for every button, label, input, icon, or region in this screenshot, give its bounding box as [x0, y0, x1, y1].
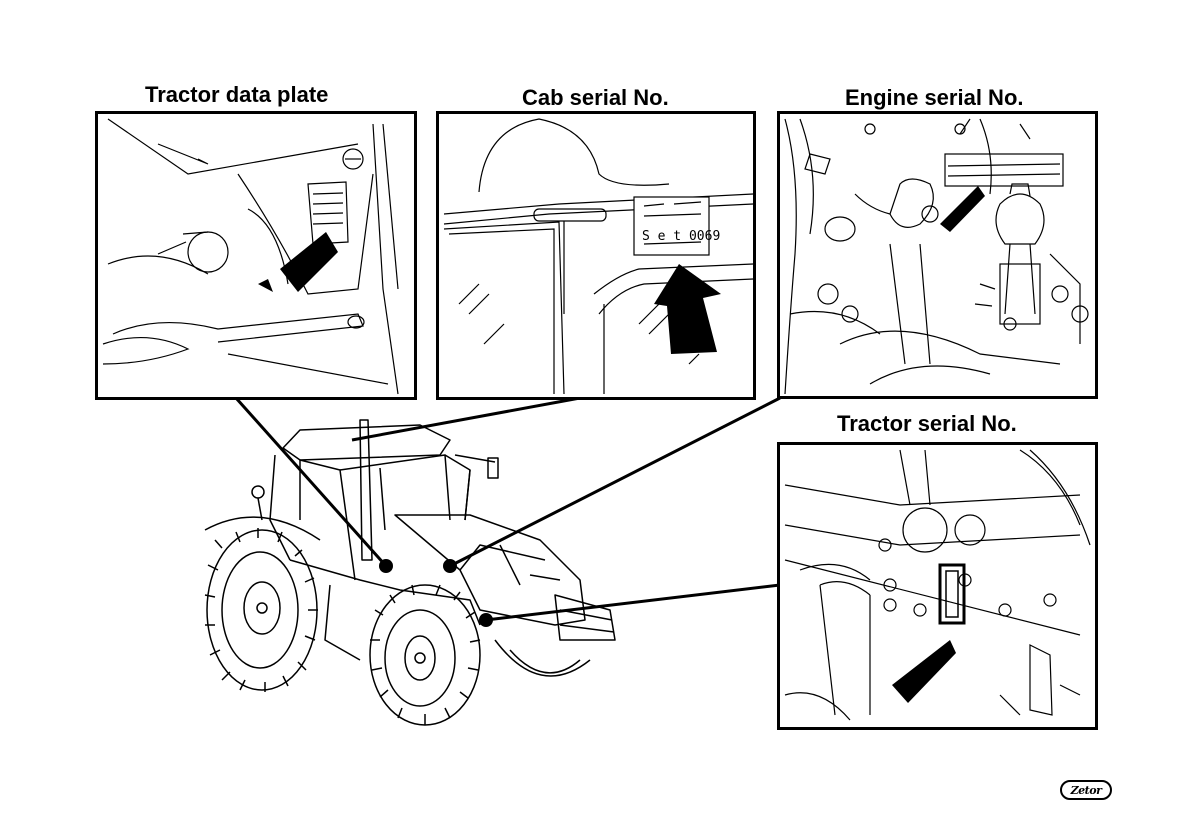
arrow-icon [940, 186, 985, 232]
tractor-serial-panel [777, 442, 1098, 730]
zetor-logo: Zetor [1060, 780, 1112, 800]
engine-serial-drawing [780, 114, 1095, 396]
arrow-icon [654, 264, 721, 354]
arrow-icon [280, 232, 338, 292]
data-plate-panel [95, 111, 417, 400]
tractor-serial-drawing [780, 445, 1095, 727]
engine-serial-panel [777, 111, 1098, 399]
cab-serial-panel: S e t 0069 [436, 111, 756, 400]
data-plate-title: Tractor data plate [145, 82, 328, 108]
cab-serial-drawing: S e t 0069 [439, 114, 753, 397]
serial-plate [940, 565, 964, 623]
data-plate-drawing [98, 114, 414, 397]
engine-serial-title: Engine serial No. [845, 85, 1024, 111]
tractor-serial-title: Tractor serial No. [837, 411, 1017, 437]
cab-plate-text: S e t 0069 [642, 229, 720, 244]
arrow-icon [892, 640, 956, 703]
cab-serial-title: Cab serial No. [522, 85, 669, 111]
